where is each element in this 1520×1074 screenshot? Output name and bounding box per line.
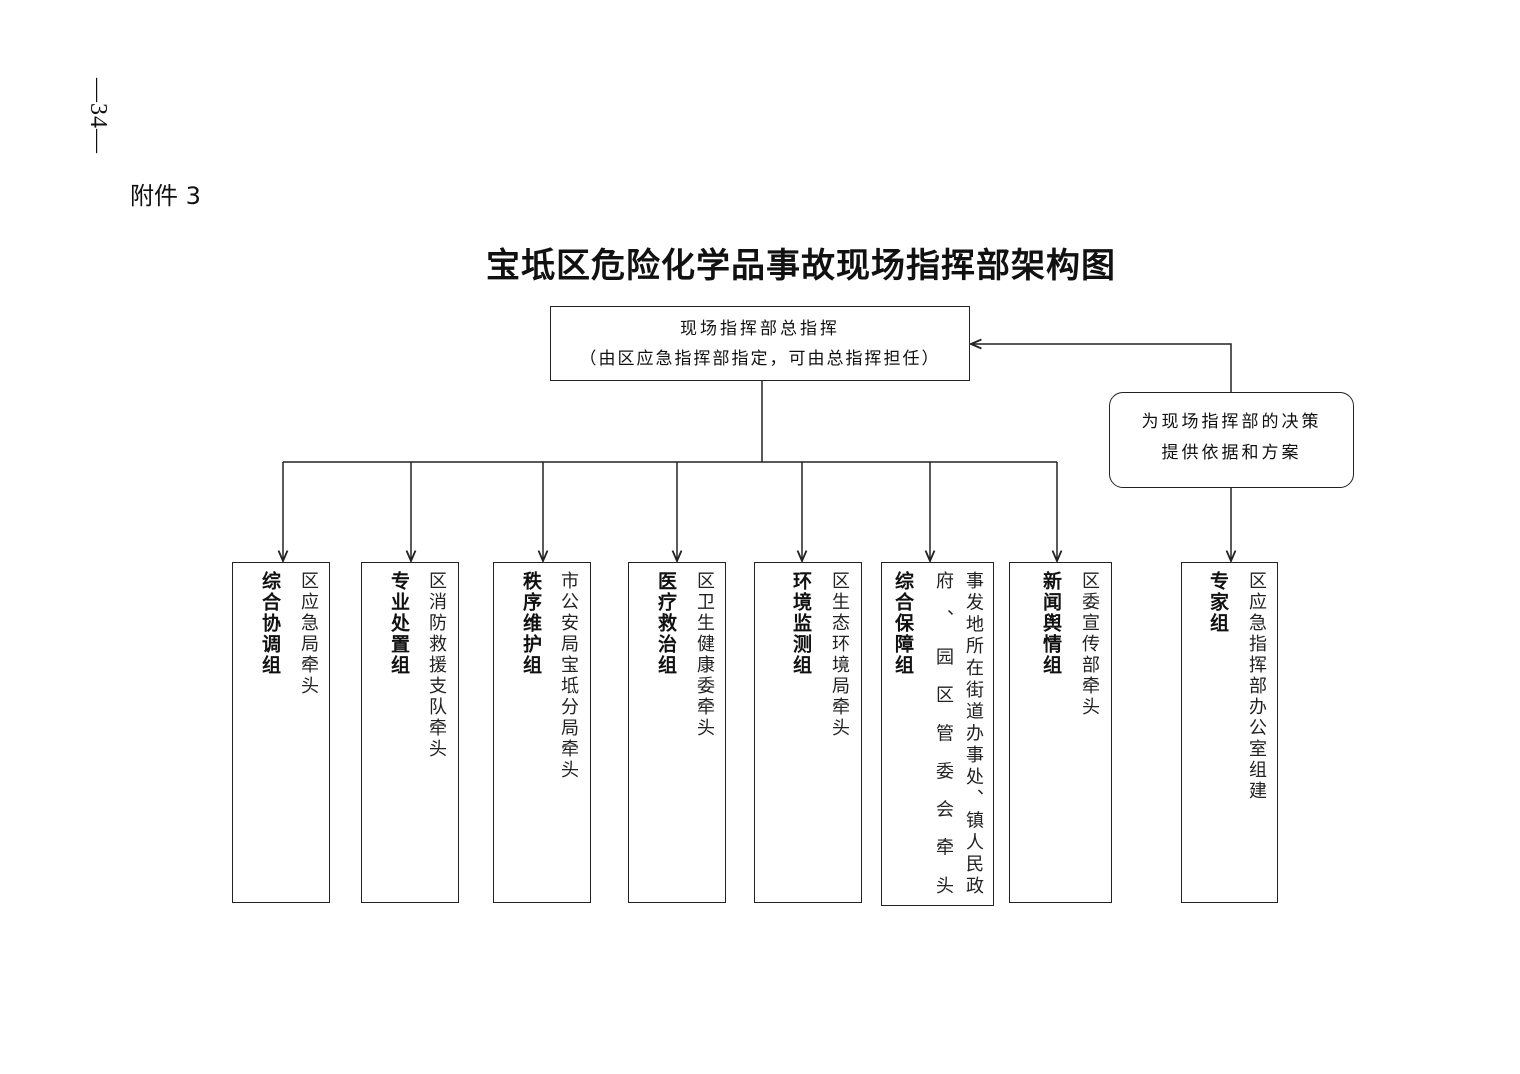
advice-box: 为现场指挥部的决策 提供依据和方案 bbox=[1109, 392, 1354, 488]
group-lead: 区卫生健康委牵头 bbox=[694, 571, 715, 739]
group-name: 专业处置组 bbox=[388, 571, 410, 676]
group-box-disposal: 专业处置组 区消防救援支队牵头 bbox=[361, 562, 459, 903]
group-lead: 区应急指挥部办公室组建 bbox=[1246, 571, 1267, 802]
group-name: 综合保障组 bbox=[892, 571, 914, 676]
group-lead: 区委宣传部牵头 bbox=[1079, 571, 1100, 718]
advice-line-2: 提供依据和方案 bbox=[1161, 443, 1302, 463]
group-lead: 区生态环境局牵头 bbox=[829, 571, 850, 739]
arrow-advice-to-commander bbox=[971, 344, 1232, 392]
group-name: 环境监测组 bbox=[790, 571, 812, 676]
group-box-order: 秩序维护组 市公安局宝坻分局牵头 bbox=[493, 562, 591, 903]
group-box-support: 综合保障组 事发地所在街道办事处、镇人民政府、园区管委会牵头 bbox=[881, 562, 994, 906]
attachment-label: 附件 3 bbox=[130, 182, 201, 210]
group-name: 专家组 bbox=[1207, 571, 1229, 634]
group-name: 新闻舆情组 bbox=[1040, 571, 1062, 676]
commander-note: （由区应急指挥部指定，可由总指挥担任） bbox=[579, 349, 941, 369]
group-name: 综合协调组 bbox=[259, 571, 281, 676]
group-box-medical: 医疗救治组 区卫生健康委牵头 bbox=[628, 562, 726, 903]
group-lead: 区应急局牵头 bbox=[298, 571, 319, 697]
group-name: 秩序维护组 bbox=[520, 571, 542, 676]
page-number: —34— bbox=[85, 78, 111, 154]
group-box-environment: 环境监测组 区生态环境局牵头 bbox=[754, 562, 862, 903]
commander-title: 现场指挥部总指挥 bbox=[680, 319, 840, 339]
group-lead: 区消防救援支队牵头 bbox=[426, 571, 447, 760]
group-lead: 市公安局宝坻分局牵头 bbox=[558, 571, 579, 781]
diagram-title: 宝坻区危险化学品事故现场指挥部架构图 bbox=[486, 246, 1116, 286]
group-name: 医疗救治组 bbox=[655, 571, 677, 676]
group-box-coordination: 综合协调组 区应急局牵头 bbox=[232, 562, 330, 903]
advice-line-1: 为现场指挥部的决策 bbox=[1141, 412, 1322, 432]
group-lead: 事发地所在街道办事处、镇人民政府、园区管委会牵头 bbox=[933, 571, 984, 897]
commander-box: 现场指挥部总指挥 （由区应急指挥部指定，可由总指挥担任） bbox=[550, 306, 970, 381]
group-box-news: 新闻舆情组 区委宣传部牵头 bbox=[1009, 562, 1112, 903]
group-box-expert: 专家组 区应急指挥部办公室组建 bbox=[1181, 562, 1278, 903]
